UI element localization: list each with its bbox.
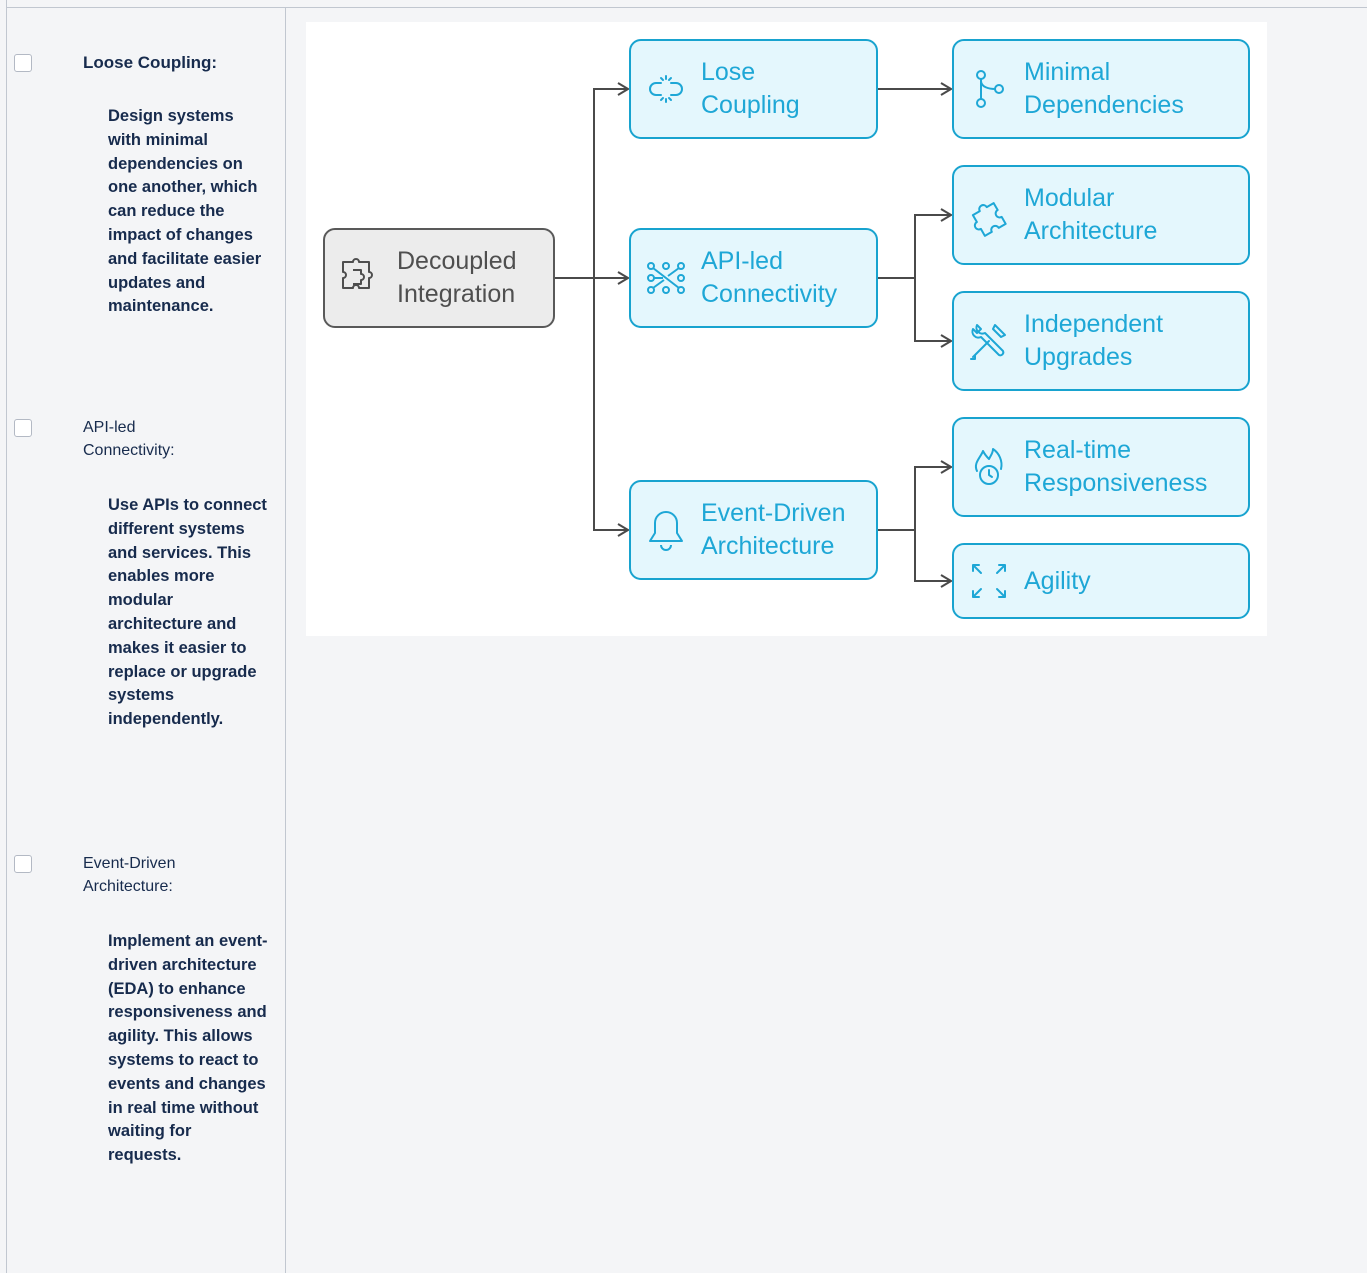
node-agility: Agility [952, 543, 1250, 619]
puzzle-piece-icon [954, 193, 1024, 237]
node-api-led-connectivity: API-led Connectivity [629, 228, 878, 328]
expand-arrows-icon [954, 559, 1024, 603]
puzzle-icon [325, 257, 397, 299]
git-branch-icon [954, 67, 1024, 111]
top-border [6, 7, 1367, 8]
clock-flame-icon [954, 445, 1024, 489]
node-label: Event-Driven Architecture [701, 499, 846, 560]
node-minimal-dependencies: Minimal Dependencies [952, 39, 1250, 139]
broken-link-icon [631, 69, 701, 109]
task-label: API-led Connectivity: [83, 419, 175, 459]
task-description: Use APIs to connect different systems an… [108, 496, 267, 729]
node-label: Lose Coupling [701, 58, 800, 119]
node-label: Real-time Responsiveness [1024, 436, 1208, 497]
connector-lines [554, 22, 1267, 636]
task-list-panel: Loose Coupling: Design systems with mini… [7, 8, 285, 1273]
node-independent-upgrades: Independent Upgrades [952, 291, 1250, 391]
connector-to-realtime [914, 467, 951, 530]
network-icon [631, 256, 701, 300]
panel-divider [285, 8, 286, 1273]
node-label: Decoupled Integration [397, 247, 517, 308]
node-event-driven-architecture: Event-Driven Architecture [629, 480, 878, 580]
tools-icon [954, 319, 1024, 363]
diagram-canvas: Decoupled Integration Lose Coupling API-… [306, 22, 1267, 636]
node-modular-architecture: Modular Architecture [952, 165, 1250, 265]
task-checkbox[interactable] [14, 855, 32, 873]
node-decoupled-integration: Decoupled Integration [323, 228, 555, 328]
task-checkbox[interactable] [14, 419, 32, 437]
connector-to-agility [914, 530, 951, 581]
node-real-time-responsiveness: Real-time Responsiveness [952, 417, 1250, 517]
node-label: API-led Connectivity [701, 247, 838, 308]
bell-icon [631, 508, 701, 552]
node-lose-coupling: Lose Coupling [629, 39, 878, 139]
node-label: Minimal Dependencies [1024, 58, 1184, 119]
connector-to-lose-coupling [593, 89, 628, 278]
node-label: Independent Upgrades [1024, 310, 1164, 371]
node-label: Modular Architecture [1024, 184, 1158, 245]
task-description: Implement an event-driven architecture (… [108, 932, 268, 1165]
node-label: Agility [1024, 566, 1091, 595]
left-border [6, 0, 7, 1273]
connector-to-modular [914, 215, 951, 278]
task-label: Loose Coupling: [83, 53, 218, 72]
task-label: Event-Driven Architecture: [83, 855, 176, 895]
task-checkbox[interactable] [14, 54, 32, 72]
task-description: Design systems with minimal dependencies… [108, 107, 262, 316]
connector-to-event-driven [593, 278, 628, 530]
connector-to-independent [914, 278, 951, 341]
